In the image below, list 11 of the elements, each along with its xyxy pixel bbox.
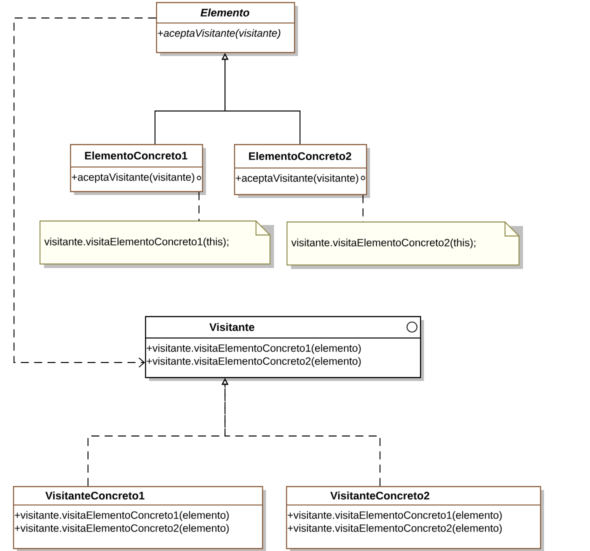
uml-class-box: ElementoConcreto1 +aceptaVisitante(visitante): [70, 144, 206, 195]
uml-class-box: VisitanteConcreto1 +visitante.visitaElementoConcreto1(elemento) +visitante.visitaElementoConcreto2(elemento): [13, 486, 266, 551]
uml-class-box: Elemento +aceptaVisitante(visitante): [156, 2, 298, 56]
uml-class-box: Visitante +visitante.visitaElementoConcreto1(elemento) +visitante.visitaElementoConcreto2(elemento): [145, 316, 424, 381]
note-box: visitante.visitaElementoConcreto1(this);: [40, 220, 274, 268]
dependency-arrow: [14, 18, 156, 368]
note-link: [198, 192, 200, 222]
uml-class-box: ElementoConcreto2 +aceptaVisitante(visitante): [234, 144, 370, 198]
note-box: visitante.visitaElementoConcreto2(this);: [286, 222, 523, 269]
note-link: [362, 194, 364, 222]
uml-class-box: VisitanteConcreto2 +visitante.visitaElementoConcreto1(elemento) +visitante.visitaElementoConcreto2(elemento): [286, 486, 544, 551]
